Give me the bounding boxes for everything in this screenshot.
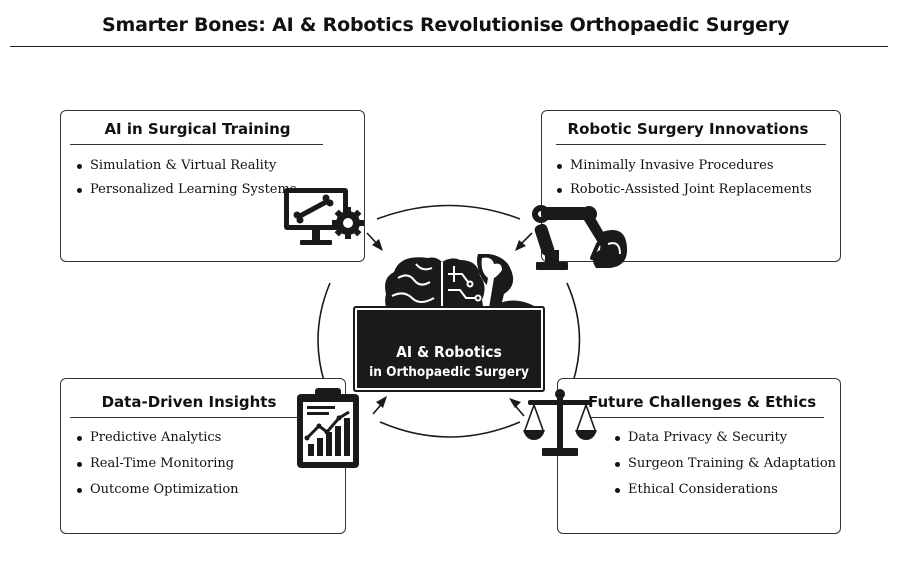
panel-future-ethics-rule (590, 417, 824, 418)
center-hub-subtitle: in Orthopaedic Surgery (369, 364, 529, 380)
list-item: Surgeon Training & Adaptation (614, 456, 837, 471)
scales-icon (522, 388, 598, 460)
list-item: Minimally Invasive Procedures (557, 158, 774, 173)
arrowhead-bottom-left (376, 396, 387, 408)
list-item: Personalized Learning Systems (77, 182, 297, 197)
center-hub: AI & Robotics in Orthopaedic Surgery (353, 306, 545, 392)
center-hub-title: AI & Robotics (396, 343, 502, 361)
list-item: Data Privacy & Security (614, 430, 788, 445)
panel-robotic-surgery-heading: Robotic Surgery Innovations (567, 120, 809, 138)
cycle-arc-top (376, 204, 521, 220)
cycle-arc-bottom (379, 421, 521, 438)
arrowhead-bottom-right (509, 398, 521, 408)
panel-data-insights-rule (70, 417, 300, 418)
robotic-arm-icon (526, 196, 630, 274)
clipboard-chart-icon (295, 386, 363, 470)
page-title: Smarter Bones: AI & Robotics Revolutioni… (102, 14, 790, 36)
list-item: Predictive Analytics (76, 430, 222, 445)
panel-robotic-surgery-rule (556, 144, 826, 145)
list-item: Robotic-Assisted Joint Replacements (557, 182, 812, 197)
list-item: Simulation & Virtual Reality (76, 158, 277, 173)
panel-future-ethics (557, 378, 841, 534)
monitor-bone-gear-icon (282, 186, 366, 256)
panel-data-insights-heading: Data-Driven Insights (101, 393, 277, 411)
title-divider (10, 46, 888, 47)
panel-future-ethics-heading: Future Challenges & Ethics (588, 393, 817, 411)
list-item: Outcome Optimization (77, 482, 239, 497)
list-item: Real-Time Monitoring (76, 456, 235, 471)
list-item: Ethical Considerations (615, 482, 778, 497)
arrowhead-top-left (372, 239, 383, 251)
panel-ai-training-heading: AI in Surgical Training (104, 120, 291, 138)
panel-ai-training-rule (70, 144, 323, 145)
panel-robotic-surgery (541, 110, 841, 262)
arrowhead-top-right (515, 240, 526, 251)
